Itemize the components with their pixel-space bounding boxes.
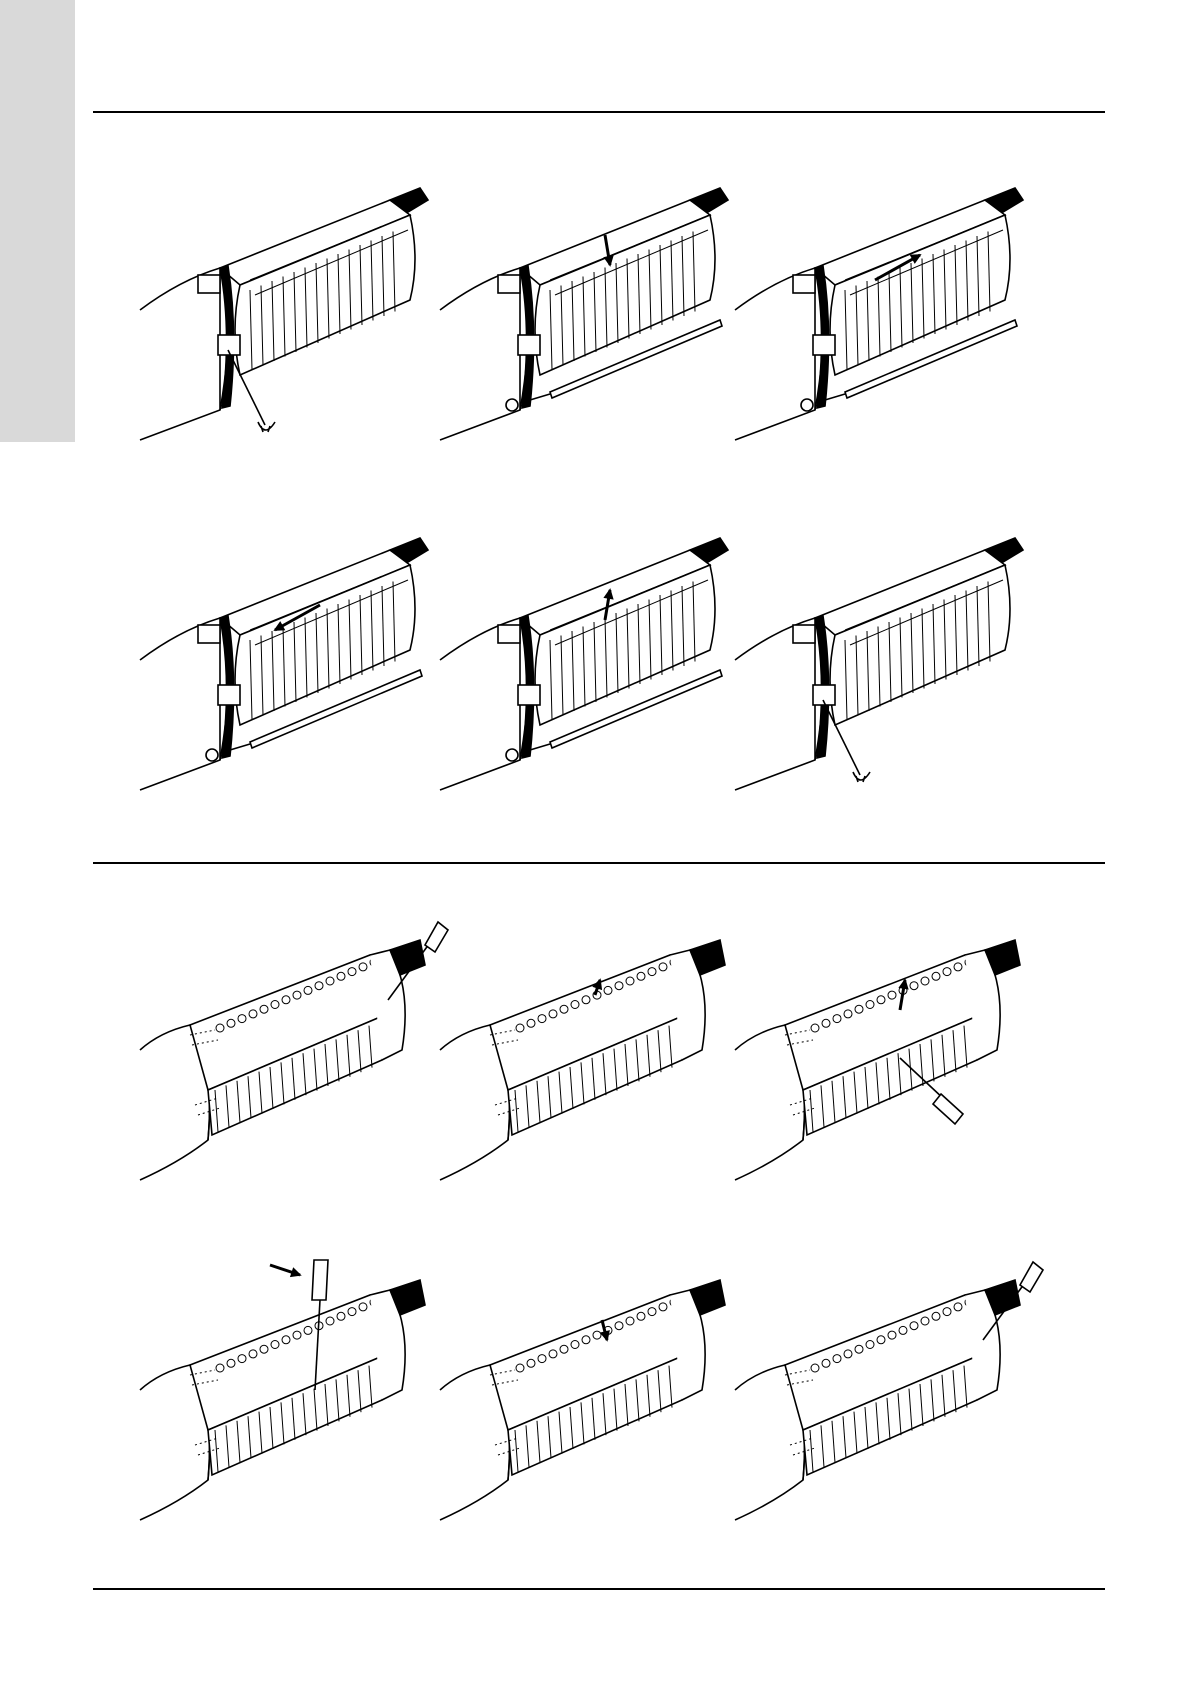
assembly-figure-5 xyxy=(420,510,750,810)
footer-rule xyxy=(93,1588,1105,1590)
screen-figure-4 xyxy=(120,1240,450,1540)
side-thumb-tab xyxy=(0,0,75,442)
screen-figure-6 xyxy=(715,1240,1045,1540)
assembly-figure-2 xyxy=(420,160,750,460)
assembly-figure-1 xyxy=(120,160,450,460)
screen-figure-2 xyxy=(420,900,750,1200)
section-divider-rule xyxy=(93,862,1105,864)
screen-figure-3 xyxy=(715,900,1045,1200)
assembly-figure-3 xyxy=(715,160,1045,460)
assembly-figure-6 xyxy=(715,510,1045,810)
screen-figure-5 xyxy=(420,1240,750,1540)
screen-figure-1 xyxy=(120,900,450,1200)
assembly-figure-4 xyxy=(120,510,450,810)
header-rule xyxy=(93,111,1105,113)
